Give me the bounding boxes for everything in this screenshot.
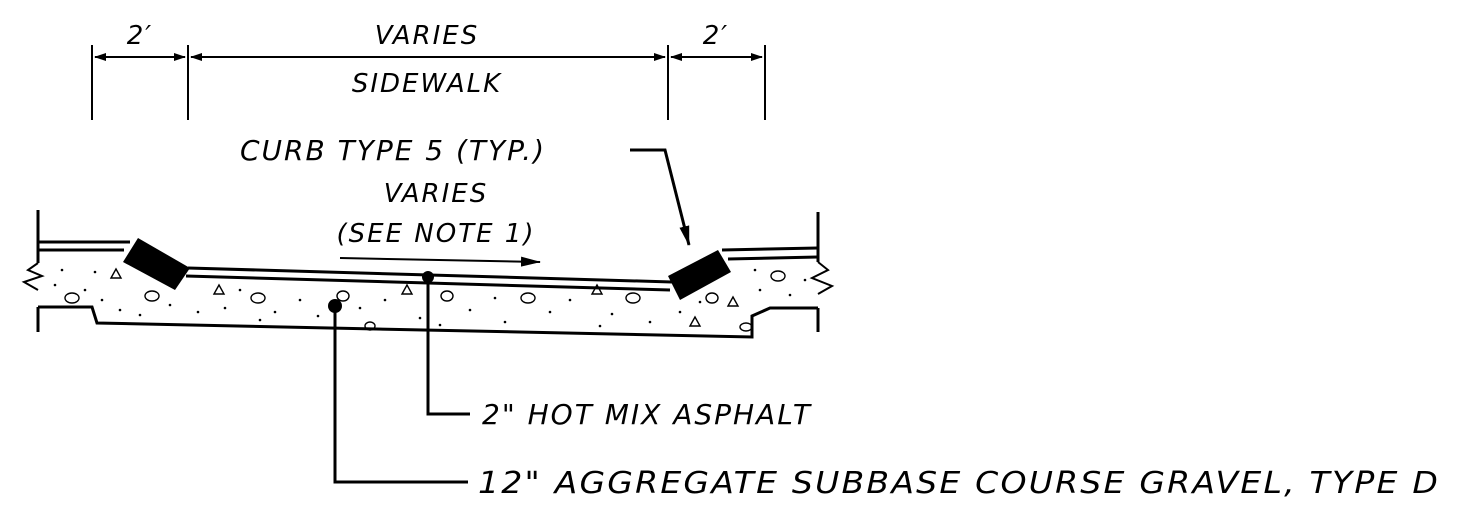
asphalt-leader-line — [426, 277, 470, 416]
subbase-bottom — [38, 305, 818, 339]
subbase-label: 12" AGGREGATE SUBBASE COURSE GRAVEL, TYP… — [478, 466, 1440, 501]
slope-note: VARIES (SEE NOTE 1) — [337, 179, 541, 267]
left-break-line — [21, 262, 45, 291]
dim-center-width: VARIES — [375, 21, 479, 51]
right-break-line — [809, 261, 835, 295]
curb-callout: CURB TYPE 5 (TYP.) — [240, 134, 691, 246]
subbase-leader-line — [333, 306, 468, 484]
curb-label: CURB TYPE 5 (TYP.) — [240, 134, 546, 167]
aggregate-texture — [64, 267, 786, 332]
slope-label-line2: (SEE NOTE 1) — [337, 219, 536, 249]
curb-leader-line — [630, 148, 691, 246]
right-curb — [668, 250, 731, 300]
slope-label-line1: VARIES — [384, 179, 488, 209]
slope-arrow — [339, 256, 541, 267]
dim-right-width: 2′ — [703, 21, 729, 51]
dim-left-width: 2′ — [127, 21, 153, 51]
material-callouts: 2" HOT MIX ASPHALT 12" AGGREGATE SUBBASE… — [333, 277, 1440, 501]
right-pavement-bottom — [727, 255, 819, 261]
asphalt-label: 2" HOT MIX ASPHALT — [482, 398, 812, 431]
left-curb — [123, 238, 190, 290]
right-pavement-top — [721, 246, 819, 252]
aggregate-dots — [53, 268, 807, 328]
dim-center-label: SIDEWALK — [352, 69, 502, 99]
dimension-group: 2′ VARIES SIDEWALK 2′ — [91, 21, 766, 120]
